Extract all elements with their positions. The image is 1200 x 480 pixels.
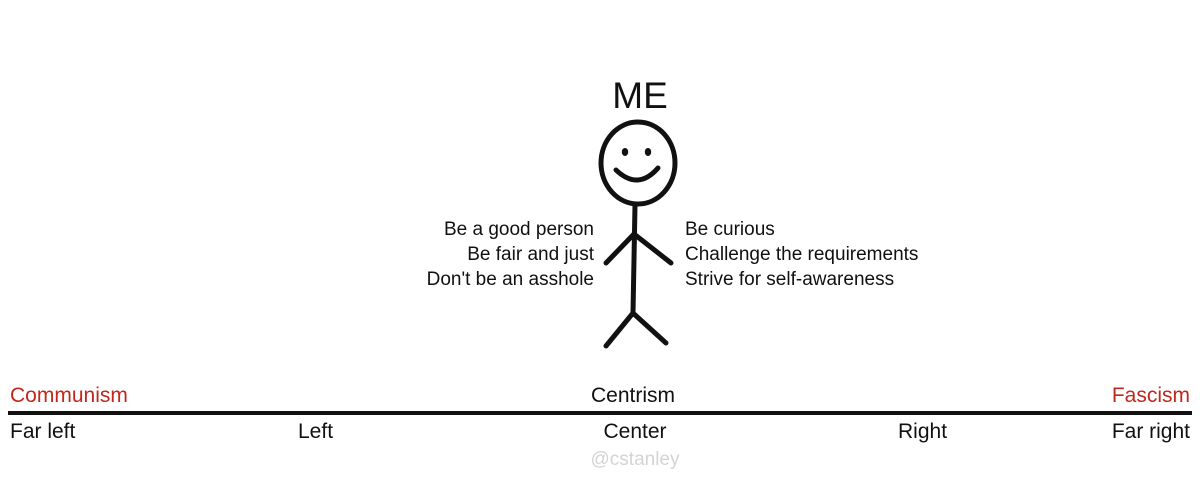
figure-left-eye: [621, 148, 629, 156]
trait-right-item: Be curious: [685, 219, 775, 240]
tick-center: Center: [603, 420, 667, 443]
stick-figure-icon: [598, 119, 678, 349]
traits-left-list: Be a good person Be fair and just Don't …: [427, 217, 594, 292]
tick-right: Right: [898, 420, 948, 443]
tick-far-right: Far right: [1111, 420, 1190, 443]
figure-head: [598, 119, 678, 207]
tick-left: Left: [298, 420, 334, 443]
tick-far-left: Far left: [10, 420, 76, 443]
figure-left-leg: [603, 310, 636, 349]
label-fascism: Fascism: [1111, 384, 1190, 407]
spectrum-axis-line: [8, 411, 1192, 415]
trait-left-item: Be fair and just: [467, 244, 594, 265]
figure-left-arm: [603, 231, 637, 266]
trait-right-item: Challenge the requirements: [685, 244, 919, 265]
figure-right-arm: [631, 231, 674, 266]
figure-title: ME: [612, 75, 668, 116]
trait-left-item: Don't be an asshole: [426, 269, 594, 290]
label-centrism: Centrism: [590, 384, 675, 407]
figure-body: [630, 202, 638, 316]
figure-right-eye: [644, 148, 652, 156]
trait-left-item: Be a good person: [443, 219, 594, 240]
traits-right-list: Be curious Challenge the requirements St…: [685, 217, 918, 292]
label-communism: Communism: [10, 384, 128, 407]
figure-right-leg: [630, 310, 669, 346]
trait-right-item: Strive for self-awareness: [685, 269, 895, 290]
figure-smile: [613, 165, 661, 183]
watermark: @cstanley: [590, 449, 680, 470]
